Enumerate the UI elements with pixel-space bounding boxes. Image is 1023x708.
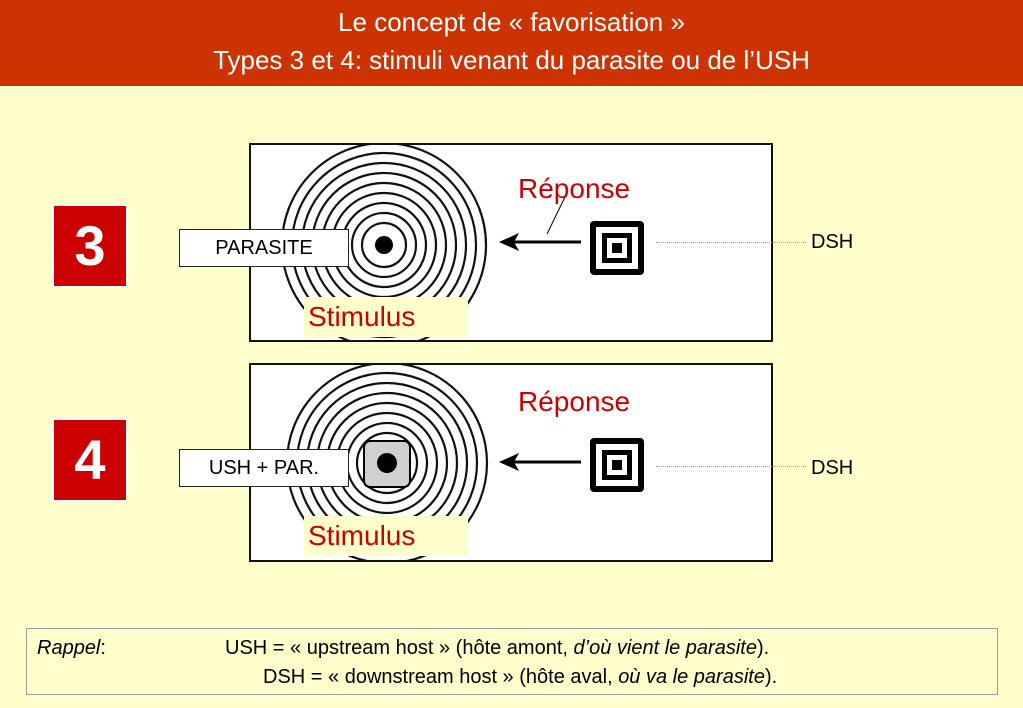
dsh-leader-line bbox=[656, 242, 806, 243]
type-number-badge: 4 bbox=[52, 418, 128, 502]
dsh-leader-line bbox=[656, 466, 806, 467]
dsh-label: DSH bbox=[811, 457, 854, 479]
rappel-line-dsh: DSH = « downstream host » (hôte aval, où… bbox=[263, 666, 777, 689]
stimulus-label: Stimulus bbox=[304, 297, 468, 337]
source-label: PARASITE bbox=[179, 229, 349, 267]
rappel-note-box: Rappel: USH = « upstream host » (hôte am… bbox=[26, 628, 998, 695]
response-label: Réponse bbox=[518, 386, 631, 417]
title-line-2: Types 3 et 4: stimuli venant du parasite… bbox=[213, 45, 810, 75]
rappel-colon: : bbox=[100, 637, 106, 659]
ush-definition: USH = « upstream host » (hôte amont, d’o… bbox=[225, 637, 770, 659]
dsh-target-icon bbox=[590, 221, 644, 275]
title-line-1: Le concept de « favorisation » bbox=[338, 7, 685, 37]
source-label: USH + PAR. bbox=[179, 449, 349, 487]
response-label: Réponse bbox=[518, 173, 631, 204]
dsh-label: DSH bbox=[811, 231, 854, 253]
title-banner: Le concept de « favorisation » Types 3 e… bbox=[0, 0, 1023, 86]
stimulus-label: Stimulus bbox=[304, 516, 468, 556]
type-number-badge: 3 bbox=[52, 204, 128, 288]
rappel-label: Rappel bbox=[37, 637, 101, 659]
parasite-dot-icon bbox=[375, 236, 393, 254]
dsh-definition: DSH = « downstream host » (hôte aval, où… bbox=[263, 666, 778, 688]
dsh-target-icon bbox=[590, 438, 644, 492]
rappel-line-ush: Rappel: USH = « upstream host » (hôte am… bbox=[37, 637, 769, 660]
parasite-dot-icon bbox=[377, 453, 397, 473]
